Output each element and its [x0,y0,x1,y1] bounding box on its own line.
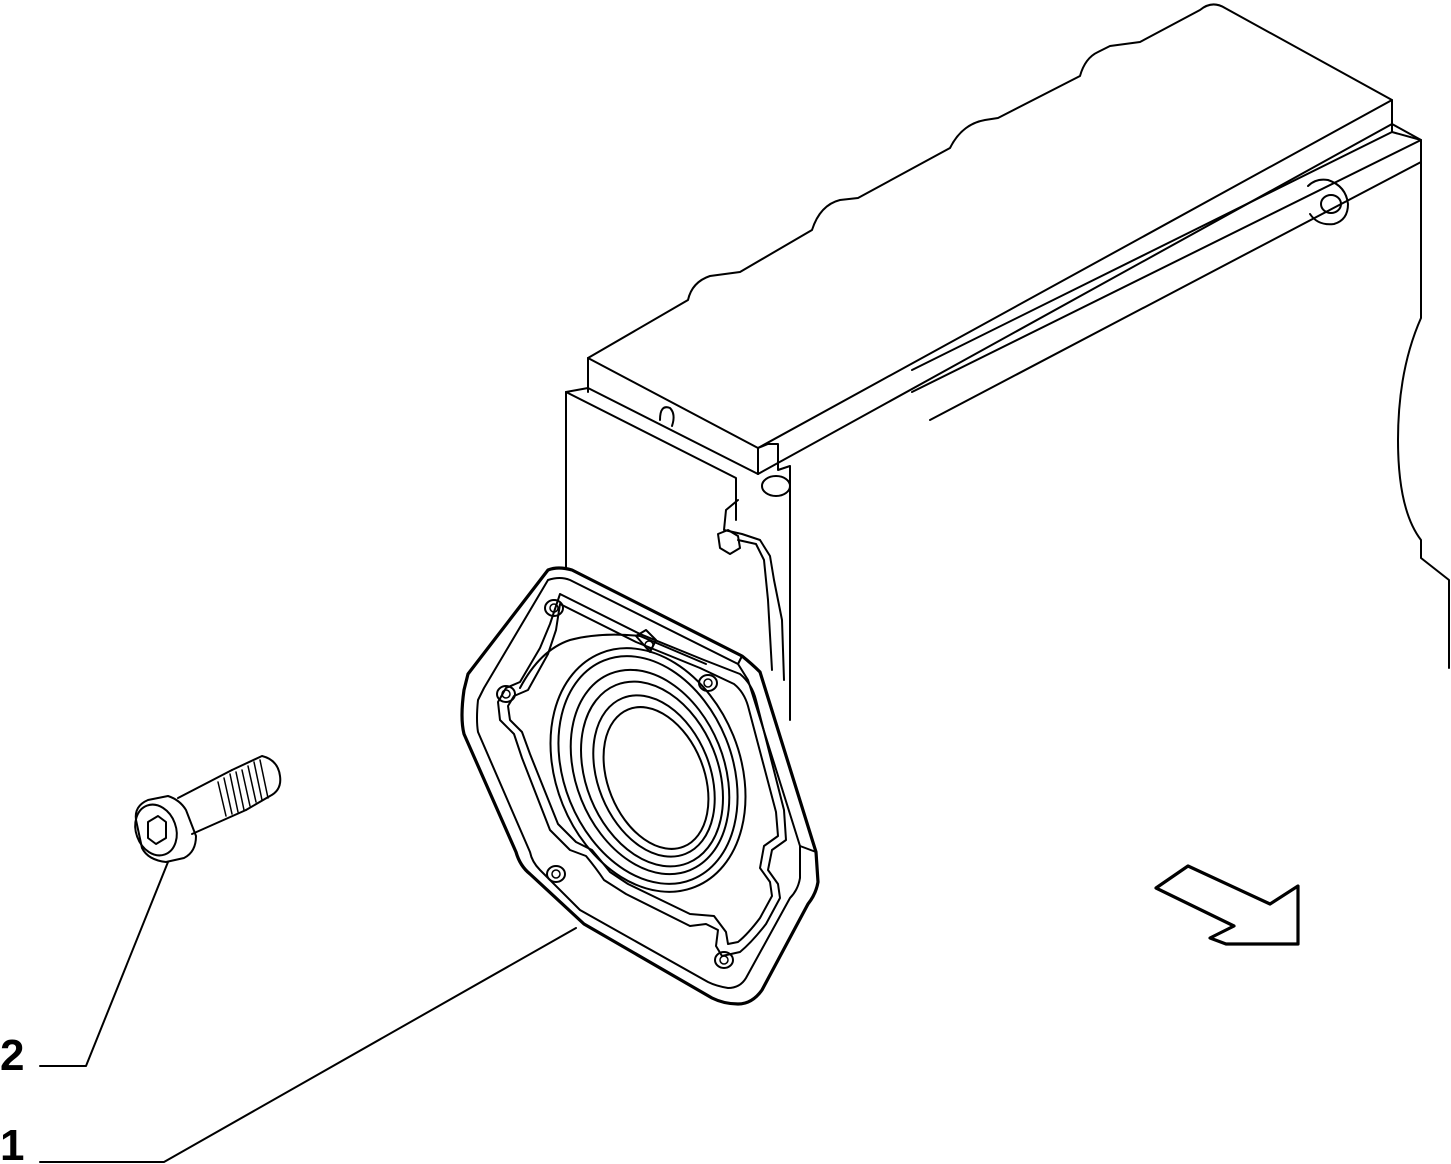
callout-label-2: 2 [0,1031,24,1080]
leader-lines [39,861,577,1163]
seal-cover-flange [460,566,820,1006]
socket-head-screw [134,755,282,863]
direction-arrow-icon [1154,864,1300,946]
engine-block [565,3,1450,721]
callout-label-1: 1 [0,1121,24,1164]
